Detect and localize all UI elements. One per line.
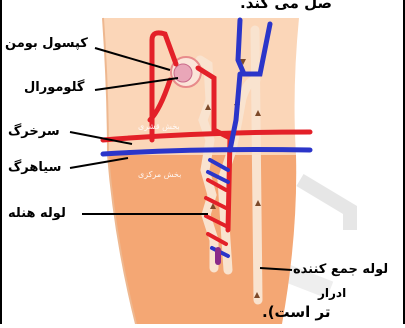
- collecting-duct-label: لوله جمع کننده: [293, 262, 388, 277]
- footer-fragment: تر است).: [262, 303, 331, 321]
- glomerulus-shape: [174, 64, 192, 82]
- loop-of-henle-label: لوله هنله: [8, 206, 66, 221]
- header-fragment: صل می کند.: [240, 0, 332, 12]
- artery-label: سرخرگ: [8, 124, 60, 139]
- background-watermark: [300, 180, 350, 230]
- collecting-duct: [255, 30, 258, 300]
- urine-label: ادرار: [318, 286, 346, 300]
- bowman-capsule-label: کپسول بومن: [5, 36, 88, 51]
- medulla-label: بخش مرکزی: [138, 170, 181, 179]
- vein-label: سیاهرگ: [8, 160, 61, 175]
- glomerulus-label: گلومورال: [24, 80, 84, 95]
- medulla-region: [108, 155, 296, 324]
- cortex-label: بخش قشری: [138, 122, 180, 131]
